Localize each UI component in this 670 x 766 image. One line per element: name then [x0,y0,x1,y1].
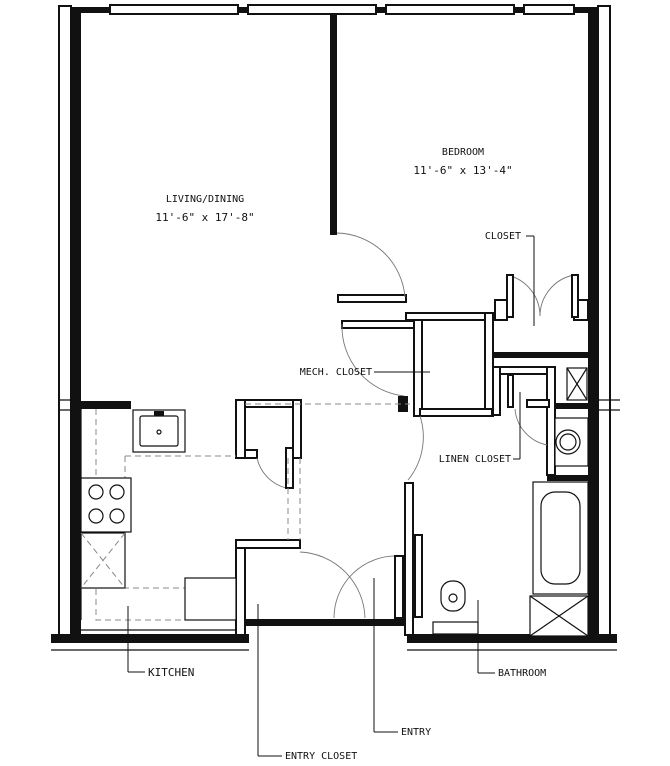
entry-label: ENTRY [401,727,431,738]
entry-closet-label: ENTRY CLOSET [285,751,357,762]
callout-leaders [127,235,535,757]
bedroom-name: BEDROOM [442,147,484,158]
bathroom-fixtures [432,367,589,637]
closet-label: CLOSET [485,231,521,242]
bedroom-dimensions: 11'-6" x 13'-4" [413,164,512,177]
living-room-dimensions: 11'-6" x 17'-8" [155,211,254,224]
interior-walls [81,13,589,636]
kitchen-label: KITCHEN [148,666,194,679]
refrigerator [80,532,126,589]
doors [256,232,579,619]
exterior-walls [51,5,620,651]
bathroom-label: BATHROOM [498,668,546,679]
living-room-name: LIVING/DINING [166,194,244,205]
kitchen-sink [132,409,186,453]
mech-closet-label: MECH. CLOSET [300,367,372,378]
stove [80,477,132,533]
dishwasher [184,577,237,621]
linen-closet-label: LINEN CLOSET [439,454,511,465]
top-windows [109,4,575,15]
